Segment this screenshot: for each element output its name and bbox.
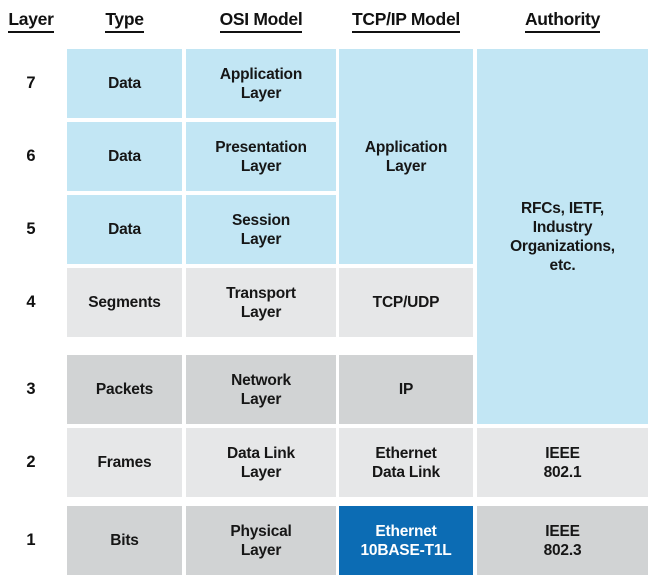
type-cell-layer-5: Data [67, 195, 182, 264]
layer-number-cell: 7 [0, 49, 62, 118]
type-cell-layer-3: Packets [67, 355, 182, 424]
column-header-label: TCP/IP Model [352, 8, 460, 33]
type-cell-layer-1: Bits [67, 506, 182, 575]
cell-text: Session Layer [231, 211, 291, 248]
layer-number-cell: 3 [0, 355, 62, 424]
layer-number: 3 [26, 380, 36, 398]
column-header-label: Type [105, 8, 144, 33]
column-header-tcpip: TCP/IP Model [339, 8, 473, 33]
layer-number: 6 [26, 147, 36, 165]
cell-text: Network Layer [231, 371, 291, 408]
layer-number-cell: 6 [0, 122, 62, 191]
layer-number: 2 [26, 453, 36, 471]
osi-cell-layer-1: Physical Layer [186, 506, 336, 575]
cell-text: Frames [97, 454, 152, 471]
osi-cell-layer-7: Application Layer [186, 49, 336, 118]
tcpip-cell-2: IP [339, 355, 473, 424]
tcpip-cell-3: Ethernet Data Link [339, 428, 473, 497]
osi-cell-layer-2: Data Link Layer [186, 428, 336, 497]
cell-text: IEEE 802.3 [543, 522, 582, 559]
layer-number-cell: 1 [0, 506, 62, 575]
column-header-type: Type [67, 8, 182, 33]
layer-number: 4 [26, 293, 36, 311]
layer-number: 5 [26, 220, 36, 238]
column-header-layer: Layer [0, 8, 62, 33]
layer-number-cell: 4 [0, 268, 62, 337]
cell-text: Ethernet Data Link [372, 444, 440, 481]
table-header-row: Layer Type OSI Model TCP/IP Model Authority [0, 0, 648, 45]
cell-text: IEEE 802.1 [543, 444, 582, 481]
tcpip-cell-1: TCP/UDP [339, 268, 473, 337]
cell-text: Bits [110, 532, 139, 549]
cell-text: Transport Layer [226, 284, 296, 321]
authority-cell-2: IEEE 802.3 [477, 506, 648, 575]
column-header-label: Layer [8, 8, 54, 33]
cell-text: TCP/UDP [372, 294, 440, 311]
cell-text: Application Layer [219, 65, 303, 102]
type-cell-layer-4: Segments [67, 268, 182, 337]
cell-text: Application Layer [364, 138, 448, 175]
cell-text: RFCs, IETF, Industry Organizations, etc. [510, 199, 615, 274]
tcpip-cell-4: Ethernet 10BASE-T1L [339, 506, 473, 575]
layer-number: 7 [26, 74, 36, 92]
tcpip-cell-0: Application Layer [339, 49, 473, 264]
type-cell-layer-2: Frames [67, 428, 182, 497]
osi-cell-layer-4: Transport Layer [186, 268, 336, 337]
osi-cell-layer-6: Presentation Layer [186, 122, 336, 191]
cell-text: Ethernet 10BASE-T1L [360, 522, 452, 559]
layer-number: 1 [26, 531, 36, 549]
cell-text: Data [108, 75, 141, 92]
column-header-osi: OSI Model [186, 8, 336, 33]
osi-cell-layer-3: Network Layer [186, 355, 336, 424]
cell-text: Segments [88, 294, 161, 311]
cell-text: Physical Layer [230, 522, 292, 559]
column-header-auth: Authority [477, 8, 648, 33]
type-cell-layer-7: Data [67, 49, 182, 118]
cell-text: Presentation Layer [215, 138, 307, 175]
cell-text: Data [108, 221, 141, 238]
authority-cell-0: RFCs, IETF, Industry Organizations, etc. [477, 49, 648, 424]
layer-number-cell: 2 [0, 428, 62, 497]
cell-text: Data Link Layer [227, 444, 295, 481]
cell-text: Data [108, 148, 141, 165]
cell-text: Packets [95, 381, 154, 398]
authority-cell-1: IEEE 802.1 [477, 428, 648, 497]
osi-cell-layer-5: Session Layer [186, 195, 336, 264]
cell-text: IP [398, 381, 414, 398]
type-cell-layer-6: Data [67, 122, 182, 191]
layer-number-cell: 5 [0, 195, 62, 264]
column-header-label: Authority [524, 8, 600, 33]
column-header-label: OSI Model [219, 8, 303, 33]
